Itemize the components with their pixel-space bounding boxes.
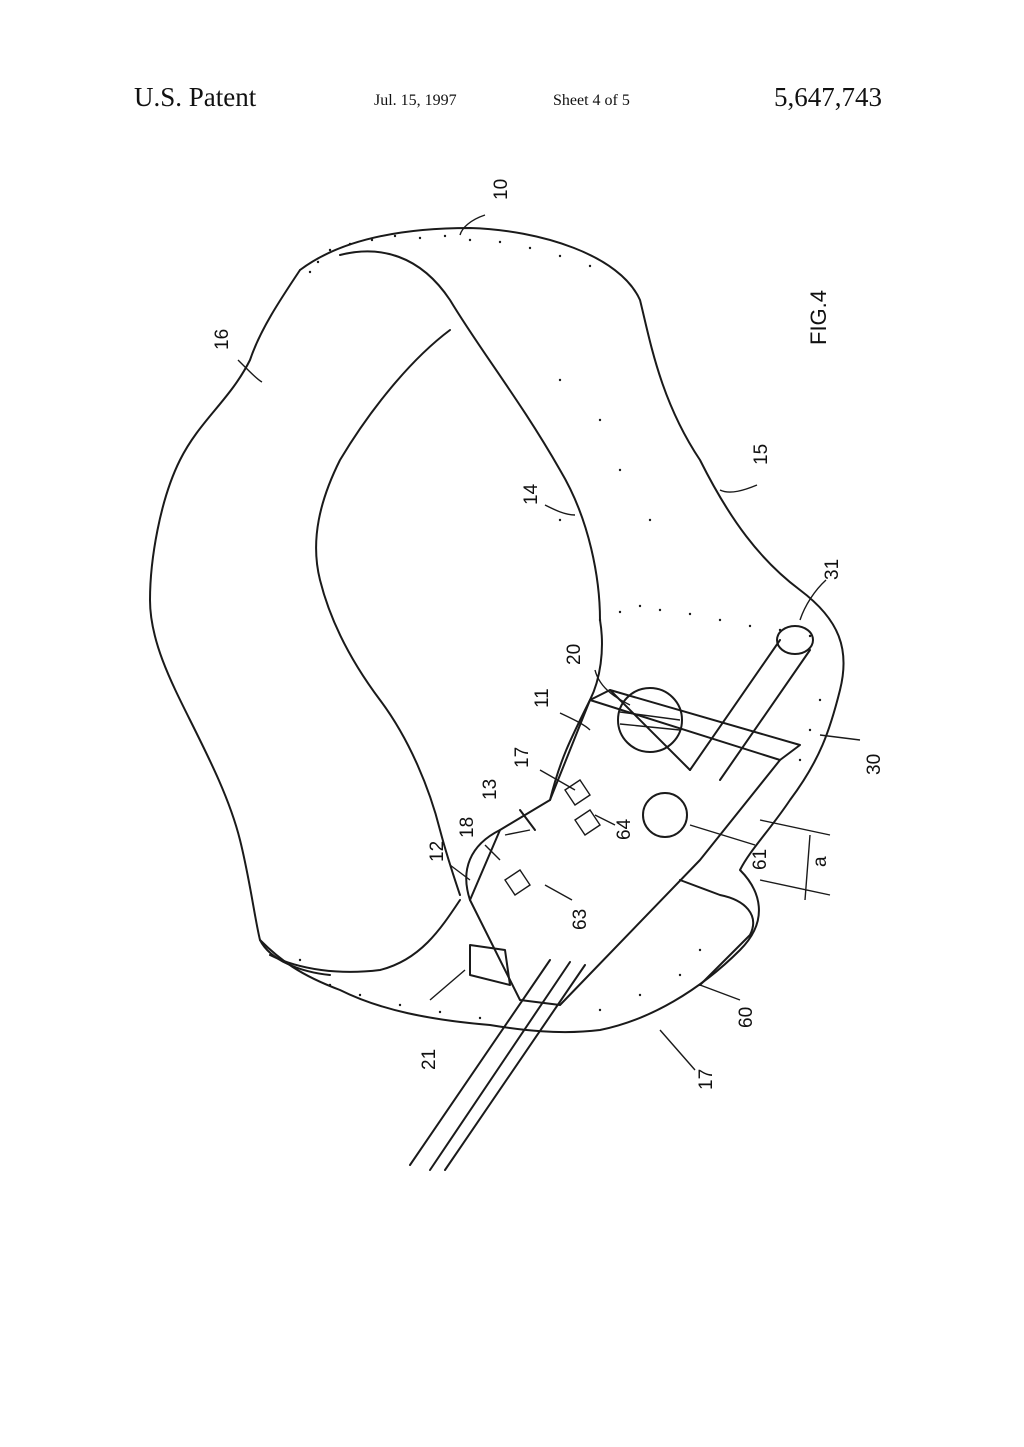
ref-64: 64 [614, 818, 635, 840]
ref-11: 11 [532, 688, 553, 708]
band-lower-edge [270, 900, 460, 972]
band-inner-rim [340, 251, 602, 700]
housing-outer-outline [260, 228, 844, 1032]
screw-20 [618, 688, 682, 752]
housing-stippling [299, 235, 821, 1019]
ref-17-top: 17 [512, 747, 533, 768]
slot-cutouts [505, 780, 600, 895]
ref-16: 16 [212, 329, 233, 350]
patent-number: 5,647,743 [774, 82, 882, 113]
screw-20-slot [620, 712, 680, 730]
ref-20: 20 [564, 644, 585, 665]
ref-61: 61 [750, 849, 771, 870]
reference-labels: 10 16 15 14 31 20 11 17 13 18 12 64 61 a… [212, 179, 885, 1090]
ref-30: 30 [864, 754, 885, 775]
rod-end-31 [777, 626, 813, 654]
ref-17-bottom: 17 [696, 1069, 717, 1090]
ref-31: 31 [822, 559, 843, 580]
ref-63: 63 [570, 909, 591, 930]
hole-61 [643, 793, 687, 837]
patent-drawing: 10 16 15 14 31 20 11 17 13 18 12 64 61 a… [0, 150, 1024, 1230]
ref-18: 18 [457, 817, 478, 838]
patent-date: Jul. 15, 1997 [374, 92, 457, 110]
ref-14: 14 [521, 483, 542, 505]
lower-lip-60 [680, 880, 753, 985]
figure-caption: FIG.4 [806, 290, 831, 345]
patent-title: U.S. Patent [134, 82, 256, 113]
band-inner-edge [316, 330, 460, 895]
ref-21: 21 [419, 1049, 440, 1070]
ref-60: 60 [736, 1007, 757, 1028]
leader-lines [238, 215, 860, 1070]
ref-13: 13 [480, 779, 501, 800]
sheet-number: Sheet 4 of 5 [553, 92, 630, 110]
ref-a: a [810, 856, 831, 867]
screw-21 [470, 945, 510, 985]
ref-15: 15 [751, 444, 772, 465]
band-outer-surface [150, 270, 330, 975]
ref-12: 12 [427, 841, 448, 862]
ref-10: 10 [491, 179, 512, 200]
rod-30 [690, 640, 810, 780]
